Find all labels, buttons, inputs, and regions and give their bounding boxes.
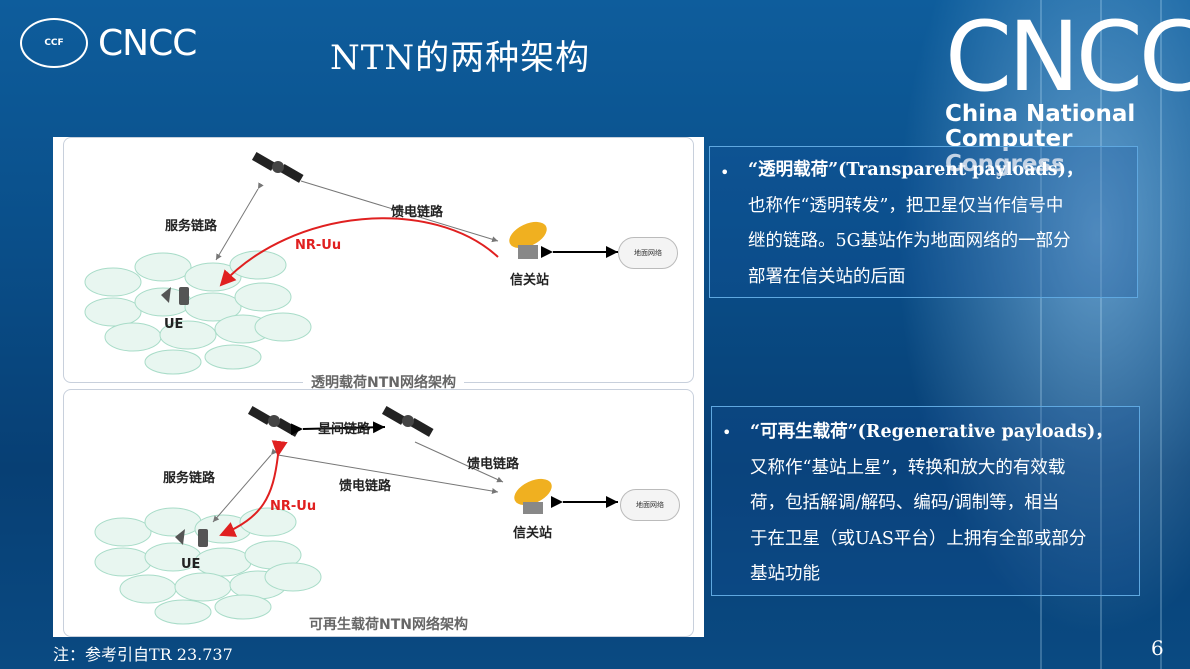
background-streak (1160, 0, 1162, 669)
gateway-label: 信关站 (510, 273, 550, 288)
org-name-line1: China National (945, 101, 1136, 127)
description-line: 继的链路。5G基站作为地面网络的一部分 (748, 231, 1071, 251)
page-number: 6 (1151, 636, 1164, 660)
feeder-link-label: 馈电链路 (339, 479, 392, 494)
bullet: • (722, 423, 732, 442)
ue-device-icon (175, 529, 208, 547)
description-line: 也称作“透明转发”，把卫星仅当作信号中 (748, 195, 1064, 216)
regenerative-panel (63, 389, 694, 637)
description-line: “可再生载荷”(Regenerative payloads)， (750, 422, 1113, 442)
nr-uu-label: NR-Uu (295, 238, 342, 253)
description-line: 部署在信关站的后面 (748, 266, 906, 287)
background-streak (1100, 0, 1102, 669)
ue-device-icon (161, 287, 189, 305)
satellite-icon (251, 152, 304, 183)
ground-network-cloud: 地面网络 (618, 237, 678, 269)
feeder-link-label: 馈电链路 (467, 457, 520, 472)
service-link-label: 服务链路 (165, 219, 218, 234)
architecture-diagram: 服务链路 馈电链路 NR-Uu 信关站 地面网络 UE 透明载荷NTN网络架构 … (53, 137, 704, 637)
ccf-badge-icon: CCF (20, 18, 88, 68)
background-glow (880, 0, 1190, 669)
transparent-caption: 透明载荷NTN网络架构 (303, 372, 464, 392)
ue-label: UE (164, 317, 184, 332)
gateway-dish-icon (509, 221, 547, 259)
bullet: • (720, 163, 730, 182)
transparent-description-box: • “透明载荷”(Transparent payloads)， 也称作“透明转发… (709, 146, 1138, 298)
description-line: 基站功能 (750, 564, 820, 584)
feeder-link-label: 馈电链路 (391, 205, 444, 220)
description-line: 又称作“基站上星”，转换和放大的有效载 (750, 457, 1066, 478)
diagram-lines (84, 152, 618, 625)
regenerative-caption: 可再生载荷NTN网络架构 (301, 614, 476, 634)
description-line: 荷，包括解调/解码、编码/调制等，相当 (750, 493, 1060, 513)
cncc-logo-text: CNCC (945, 1, 1190, 113)
nr-uu-label: NR-Uu (270, 499, 317, 514)
reference-note: 注：参考引自TR 23.737 (53, 645, 233, 664)
cncc-logo-large: CNCC China National Computer Congress (945, 1, 1190, 177)
service-link-label: 服务链路 (163, 471, 216, 486)
regenerative-description-box: • “可再生载荷”(Regenerative payloads)， 又称作“基站… (711, 406, 1140, 596)
slide-title: NTN的两种架构 (330, 38, 591, 78)
cncc-logo-small: CNCC (98, 22, 197, 64)
isl-label: 星间链路 (318, 422, 371, 437)
gateway-label: 信关站 (513, 526, 553, 541)
header-logo: CCF CNCC (20, 18, 197, 68)
description-line: “透明载荷”(Transparent payloads)， (748, 160, 1084, 180)
ground-network-cloud: 地面网络 (620, 489, 680, 521)
org-name-line2: Computer Congress (945, 126, 1073, 177)
background-streak (1040, 0, 1042, 669)
satellite-icon (381, 406, 434, 437)
description-line: 于在卫星（或UAS平台）上拥有全部或部分 (750, 528, 1087, 549)
coverage-cells (84, 250, 312, 375)
ue-label: UE (181, 557, 201, 572)
gateway-dish-icon (514, 478, 552, 514)
